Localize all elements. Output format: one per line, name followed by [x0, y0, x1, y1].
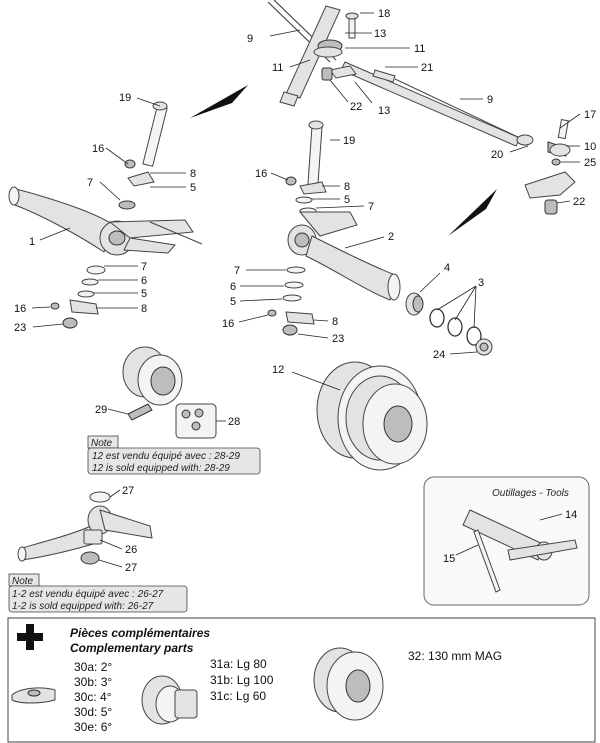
- wheel-rim-12: [316, 361, 428, 471]
- callout-28: 28: [228, 416, 240, 428]
- complementary-title-fr: Pièces complémentaires: [70, 626, 210, 640]
- steering-column-assembly: [267, 0, 576, 215]
- callout-7: 7: [234, 265, 240, 277]
- callout-13: 13: [374, 28, 386, 40]
- callout-9: 9: [247, 33, 253, 45]
- callout-5: 5: [141, 288, 147, 300]
- stub-axle-right: [267, 120, 401, 336]
- small-wheel-rim: [122, 346, 183, 406]
- part-30e: 30e: 6°: [74, 720, 112, 734]
- callout-27: 27: [122, 485, 134, 497]
- callout-23: 23: [332, 333, 344, 345]
- note-line-en: 1-2 is sold equipped with: 26-27: [12, 601, 154, 612]
- callout-7: 7: [141, 261, 147, 273]
- callout-11: 11: [414, 43, 425, 55]
- part-31b: 31b: Lg 100: [210, 673, 274, 687]
- callout-22: 22: [573, 196, 585, 208]
- note-line-fr: 1-2 est vendu équipé avec : 26-27: [12, 589, 164, 600]
- valve-and-nuts: [127, 403, 217, 439]
- stub-axle-assembly: [17, 491, 153, 565]
- callout-16: 16: [255, 168, 267, 180]
- part-31c: 31c: Lg 60: [210, 689, 266, 703]
- callout-6: 6: [141, 275, 147, 287]
- note-line-en: 12 is sold equipped with: 28-29: [92, 463, 230, 474]
- note-line-fr: 12 est vendu équipé avec : 28-29: [92, 451, 240, 462]
- complementary-title-en: Complementary parts: [70, 641, 194, 655]
- callout-17: 17: [584, 109, 596, 121]
- note-label: Note: [12, 576, 34, 587]
- callout-20: 20: [491, 149, 503, 161]
- callout-2: 2: [388, 231, 394, 243]
- callout-18: 18: [378, 8, 390, 20]
- part-31a: 31a: Lg 80: [210, 657, 267, 671]
- callout-11: 11: [272, 62, 283, 74]
- callout-23: 23: [14, 322, 26, 334]
- stub-axle-left: [8, 101, 203, 329]
- callout-26: 26: [125, 544, 137, 556]
- direction-arrow-left: [190, 85, 248, 118]
- note-body: [8, 585, 188, 613]
- callout-13: 13: [378, 105, 390, 117]
- part-30a: 30a: 2°: [74, 660, 112, 674]
- callout-4: 4: [444, 262, 450, 274]
- part-30c: 30c: 4°: [74, 690, 112, 704]
- callout-27: 27: [125, 562, 137, 574]
- callout-1: 1: [29, 236, 35, 248]
- callout-3: 3: [478, 277, 484, 289]
- callout-5: 5: [344, 194, 350, 206]
- callout-numbers: 18 9 13 11 11 21 13 22 9 17 10 20 25 22 …: [14, 8, 596, 574]
- complementary-parts-group: [7, 617, 596, 743]
- callout-7: 7: [87, 177, 93, 189]
- callout-16: 16: [14, 303, 26, 315]
- callout-24: 24: [433, 349, 445, 361]
- callout-15: 15: [443, 553, 455, 565]
- part-30d: 30d: 5°: [74, 705, 112, 719]
- callout-16: 16: [92, 143, 104, 155]
- callout-16: 16: [222, 318, 234, 330]
- callout-8: 8: [190, 168, 196, 180]
- callout-19: 19: [343, 135, 355, 147]
- callout-25: 25: [584, 157, 596, 169]
- note-stub-axle: Note 1-2 est vendu équipé avec : 26-27 1…: [8, 573, 188, 613]
- callout-10: 10: [584, 141, 596, 153]
- note-body: [87, 447, 261, 475]
- leader-lines: [31, 12, 581, 568]
- tools-title: Outillages - Tools: [492, 488, 569, 499]
- callout-8: 8: [344, 181, 350, 193]
- callout-5: 5: [190, 182, 196, 194]
- note-wheel: Note 12 est vendu équipé avec : 28-29 12…: [87, 435, 261, 475]
- callout-12: 12: [272, 364, 284, 376]
- callout-29: 29: [95, 404, 107, 416]
- tools-group: [423, 476, 590, 606]
- callout-5: 5: [230, 296, 236, 308]
- callout-22: 22: [350, 101, 362, 113]
- part-32: 32: 130 mm MAG: [408, 649, 502, 663]
- note-label: Note: [91, 438, 113, 449]
- callout-7: 7: [368, 201, 374, 213]
- direction-arrow-right: [448, 189, 497, 236]
- part-30b: 30b: 3°: [74, 675, 112, 689]
- callout-9: 9: [487, 94, 493, 106]
- callout-8: 8: [141, 303, 147, 315]
- callout-21: 21: [421, 62, 433, 74]
- callout-19: 19: [119, 92, 131, 104]
- callout-14: 14: [565, 509, 577, 521]
- callout-6: 6: [230, 281, 236, 293]
- callout-8: 8: [332, 316, 338, 328]
